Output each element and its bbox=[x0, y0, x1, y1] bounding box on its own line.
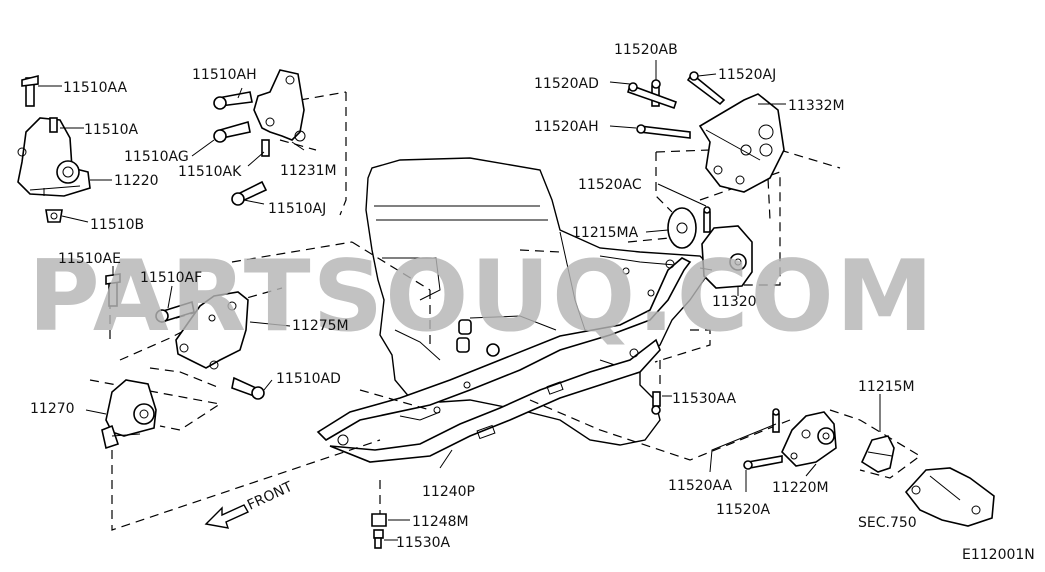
label-11510AK: 11510AK bbox=[178, 164, 242, 180]
label-11510AJ: 11510AJ bbox=[268, 201, 326, 217]
label-11520AB: 11520AB bbox=[614, 42, 678, 58]
label-sec750: SEC.750 bbox=[858, 515, 917, 531]
mount-11220 bbox=[17, 74, 91, 223]
label-11215MA: 11215MA bbox=[572, 225, 639, 241]
watermark-text: PARTSOUQ.COM bbox=[28, 240, 935, 354]
bolts-11248M bbox=[371, 513, 387, 549]
label-11240P: 11240P bbox=[422, 484, 475, 500]
label-11530A: 11530A bbox=[396, 535, 451, 551]
label-11520AD: 11520AD bbox=[534, 76, 599, 92]
label-11520AH: 11520AH bbox=[534, 119, 599, 135]
label-11220: 11220 bbox=[114, 173, 159, 189]
label-11510AE: 11510AE bbox=[58, 251, 121, 267]
label-11215M: 11215M bbox=[858, 379, 915, 395]
label-leaders bbox=[38, 60, 881, 541]
label-11520AC: 11520AC bbox=[578, 177, 642, 193]
label-11231M: 11231M bbox=[280, 163, 337, 179]
label-11510AA: 11510AA bbox=[63, 80, 128, 96]
label-11520A: 11520A bbox=[716, 502, 771, 518]
bracket-11231M bbox=[213, 69, 306, 206]
label-11248M: 11248M bbox=[412, 514, 469, 530]
bracket-sec750 bbox=[904, 467, 995, 527]
label-11510B: 11510B bbox=[90, 217, 144, 233]
mount-11320 bbox=[667, 206, 753, 289]
small-fittings bbox=[456, 319, 500, 357]
label-11510AH: 11510AH bbox=[192, 67, 257, 83]
label-11510A: 11510A bbox=[84, 122, 139, 138]
label-11530AA: 11530AA bbox=[672, 391, 737, 407]
label-11520AJ: 11520AJ bbox=[718, 67, 776, 83]
bracket-11220M bbox=[743, 408, 837, 470]
bracket-11275M bbox=[105, 273, 265, 400]
front-label: FRONT bbox=[245, 479, 296, 514]
insulator-11215M bbox=[860, 435, 895, 473]
diagram-code: E112001N bbox=[962, 547, 1035, 563]
label-11510AG: 11510AG bbox=[124, 149, 189, 165]
label-11270: 11270 bbox=[30, 401, 75, 417]
label-11275M: 11275M bbox=[292, 318, 349, 334]
label-11332M: 11332M bbox=[788, 98, 845, 114]
front-arrow bbox=[204, 504, 249, 529]
bracket-11332M bbox=[627, 71, 785, 193]
label-11510AF: 11510AF bbox=[140, 270, 202, 286]
center-member bbox=[316, 257, 692, 463]
label-11320: 11320 bbox=[712, 294, 757, 310]
bolt-11530AA bbox=[651, 391, 661, 415]
label-11510AD: 11510AD bbox=[276, 371, 341, 387]
label-11520AA: 11520AA bbox=[668, 478, 733, 494]
label-11220M: 11220M bbox=[772, 480, 829, 496]
part-labels: 11510AA 11510A 11220 11510B 11510AH 1151… bbox=[30, 42, 1035, 563]
mount-11270 bbox=[101, 379, 157, 450]
